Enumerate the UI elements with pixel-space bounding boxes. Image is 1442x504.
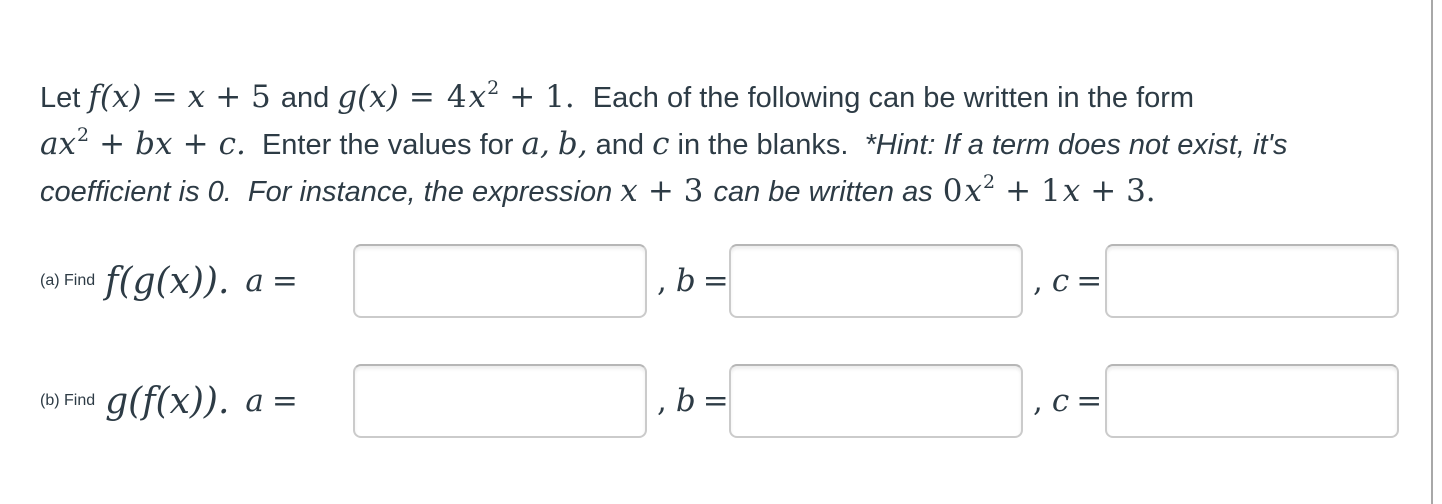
- statement-line-3: coefficient is 0. For instance, the expr…: [40, 168, 1425, 215]
- hint-text: coefficient is 0. For instance, the expr…: [40, 176, 613, 208]
- part-a-b-label-group: , b =: [647, 263, 729, 299]
- math-superscript-2: 2: [76, 124, 90, 146]
- comma: ,: [657, 263, 667, 299]
- math-equals: =: [1076, 263, 1103, 299]
- part-b-c-label-group: , c =: [1023, 383, 1105, 419]
- hint-text: *Hint: If a term does not exist, it's: [864, 129, 1288, 161]
- part-a-c-label-group: , c =: [1023, 263, 1105, 299]
- comma: ,: [1033, 263, 1043, 299]
- statement-line-1: Let f(x) = x + 5 and g(x) = 4x2 + 1. Eac…: [40, 74, 1425, 121]
- math-superscript-2: 2: [487, 77, 500, 99]
- statement-line-2: ax2 + bx + c. Enter the values for a, b,…: [40, 121, 1425, 168]
- text-run: Each of the following can be written in …: [584, 82, 1195, 114]
- part-a-input-b[interactable]: [729, 244, 1023, 318]
- math-run: + 3.: [1090, 173, 1156, 209]
- text-run: Let: [40, 82, 81, 114]
- math-run: + 1.: [509, 79, 575, 115]
- part-a-input-c[interactable]: [1105, 244, 1399, 318]
- math-g-definition: g(x): [337, 79, 399, 115]
- part-a-label: (a) Find: [40, 272, 96, 289]
- math-equals: =: [702, 383, 729, 419]
- math-var-x: x: [187, 79, 206, 115]
- math-run: bx: [135, 126, 173, 162]
- math-run: ax: [40, 126, 76, 162]
- math-var-b: b,: [557, 126, 588, 162]
- math-superscript-2: 2: [982, 171, 996, 193]
- math-run: c.: [218, 126, 246, 162]
- math-var-a: a,: [521, 126, 550, 162]
- part-b-label-group: (b) Find g(f(x)). a =: [40, 381, 353, 422]
- part-b-input-c[interactable]: [1105, 364, 1399, 438]
- comma: ,: [1033, 383, 1043, 419]
- comma: ,: [657, 383, 667, 419]
- part-b-input-b[interactable]: [729, 364, 1023, 438]
- math-coefficient: 4: [446, 79, 467, 115]
- problem-statement: Let f(x) = x + 5 and g(x) = 4x2 + 1. Eac…: [40, 74, 1425, 215]
- math-equals: =: [1076, 383, 1103, 419]
- math-coefficient: 0: [942, 173, 963, 209]
- part-a-input-a[interactable]: [353, 244, 647, 318]
- math-var-b: b: [675, 263, 696, 299]
- hint-text: can be written as: [713, 176, 933, 208]
- math-var-c: c: [652, 126, 670, 162]
- math-var-a: a: [245, 383, 264, 419]
- math-var-b: b: [675, 383, 696, 419]
- text-run: Enter the values for: [253, 129, 514, 161]
- math-equals: =: [271, 383, 298, 419]
- math-f-definition: f(x): [88, 79, 142, 115]
- math-run: + 5: [215, 79, 271, 115]
- part-b-input-a[interactable]: [353, 364, 647, 438]
- part-b-row: (b) Find g(f(x)). a = , b = , c =: [40, 364, 1399, 438]
- math-equals: =: [408, 79, 435, 115]
- math-var-x: x: [1062, 173, 1081, 209]
- part-b-b-label-group: , b =: [647, 383, 729, 419]
- math-var-x: x: [468, 79, 487, 115]
- math-run: + 3: [647, 173, 704, 209]
- part-a-row: (a) Find f(g(x)). a = , b = , c =: [40, 244, 1399, 318]
- math-equals: =: [702, 263, 729, 299]
- math-plus: +: [99, 126, 126, 162]
- math-equals: =: [271, 263, 298, 299]
- part-b-expression: g(f(x)).: [105, 380, 230, 422]
- math-equals: =: [151, 79, 178, 115]
- math-run: + 1: [1005, 173, 1061, 209]
- math-var-x: x: [964, 173, 982, 209]
- part-a-label-group: (a) Find f(g(x)). a =: [40, 261, 353, 302]
- text-run: and: [280, 82, 330, 114]
- math-var-a: a: [245, 263, 264, 299]
- math-var-c: c: [1051, 263, 1070, 299]
- part-a-expression: f(g(x)).: [105, 260, 230, 302]
- math-plus: +: [182, 126, 209, 162]
- text-run: and: [595, 129, 645, 161]
- part-b-label: (b) Find: [40, 392, 96, 409]
- text-run: in the blanks.: [677, 129, 857, 161]
- math-var-c: c: [1051, 383, 1070, 419]
- frame-border-line: [1431, 0, 1433, 504]
- math-var-x: x: [620, 173, 638, 209]
